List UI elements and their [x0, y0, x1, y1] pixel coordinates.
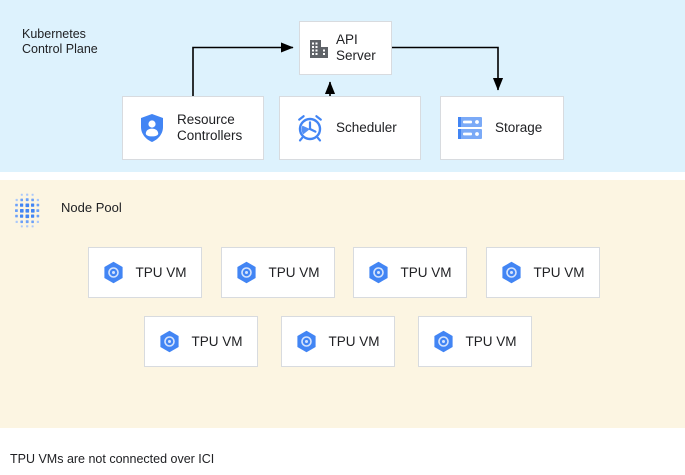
scheduler-label: Scheduler [336, 120, 397, 135]
tpu-hex-icon [501, 261, 522, 284]
dot-cluster-icon [10, 192, 48, 230]
tpu-vm-label: TPU VM [268, 264, 320, 280]
api-server-label: API Server [336, 32, 376, 63]
tpu-vm-card[interactable]: TPU VM [418, 316, 532, 367]
tpu-hex-icon [236, 261, 257, 284]
tpu-vm-card[interactable]: TPU VM [221, 247, 335, 298]
building-icon [309, 37, 329, 59]
tpu-vm-card[interactable]: TPU VM [486, 247, 600, 298]
tpu-hex-icon [433, 330, 454, 353]
storage-label: Storage [495, 120, 543, 135]
resource-controllers-node[interactable]: Resource Controllers [122, 96, 264, 160]
shield-user-icon [139, 113, 165, 143]
tpu-vm-label: TPU VM [135, 264, 187, 280]
server-rack-icon [457, 115, 483, 141]
api-server-node[interactable]: API Server [299, 21, 392, 75]
node-pool-title: Node Pool [61, 200, 122, 215]
scheduler-node[interactable]: Scheduler [279, 96, 421, 160]
tpu-vm-label: TPU VM [465, 333, 517, 349]
tpu-vm-label: TPU VM [400, 264, 452, 280]
tpu-vm-card[interactable]: TPU VM [281, 316, 395, 367]
control-plane-title: Kubernetes Control Plane [22, 27, 98, 56]
alarm-clock-icon [296, 114, 324, 142]
tpu-vm-card[interactable]: TPU VM [144, 316, 258, 367]
tpu-vm-label: TPU VM [328, 333, 380, 349]
tpu-vm-card[interactable]: TPU VM [88, 247, 202, 298]
footnote-text: TPU VMs are not connected over ICI [10, 452, 215, 466]
node-pool-panel [0, 180, 685, 428]
tpu-hex-icon [368, 261, 389, 284]
resource-controllers-label: Resource Controllers [177, 112, 243, 143]
storage-node[interactable]: Storage [440, 96, 564, 160]
tpu-vm-card[interactable]: TPU VM [353, 247, 467, 298]
tpu-hex-icon [103, 261, 124, 284]
tpu-vm-label: TPU VM [533, 264, 585, 280]
tpu-vm-label: TPU VM [191, 333, 243, 349]
tpu-hex-icon [296, 330, 317, 353]
tpu-hex-icon [159, 330, 180, 353]
